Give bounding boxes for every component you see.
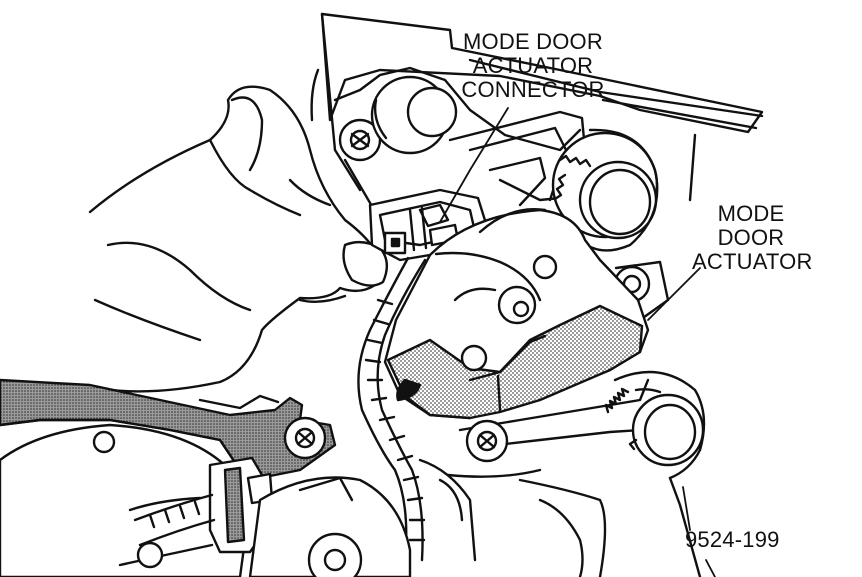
bottom-center-blower [136,458,477,577]
connector-label-line-2: ACTUATOR [472,53,594,78]
lower-left-bolt [283,416,327,460]
actuator-housing [383,208,650,420]
figure-number: 9524-199 [685,527,780,552]
leader-lines [439,107,716,577]
wire-harness [357,256,427,562]
upper-gear [551,128,659,252]
lower-linkage [396,378,650,478]
mode-door-actuator-connector-label: MODE DOOR ACTUATOR CONNECTOR [440,30,626,102]
actuator-label-line-3: ACTUATOR [692,249,813,274]
actuator-label-line-2: DOOR [717,225,785,250]
mode-door-actuator-label: MODE DOOR ACTUATOR [692,201,813,274]
lower-left-blower [0,423,248,577]
actuator-label-line-1: MODE [717,201,785,226]
lower-gear [604,370,706,480]
upper-housing-panel [320,12,764,202]
upper-boss [370,75,458,155]
connector-label-line-1: MODE DOOR [463,29,603,54]
hand-thumb [88,68,388,393]
connector-label-line-3: CONNECTOR [461,77,605,102]
lower-blade [518,476,702,577]
lower-left-housing [0,378,337,480]
